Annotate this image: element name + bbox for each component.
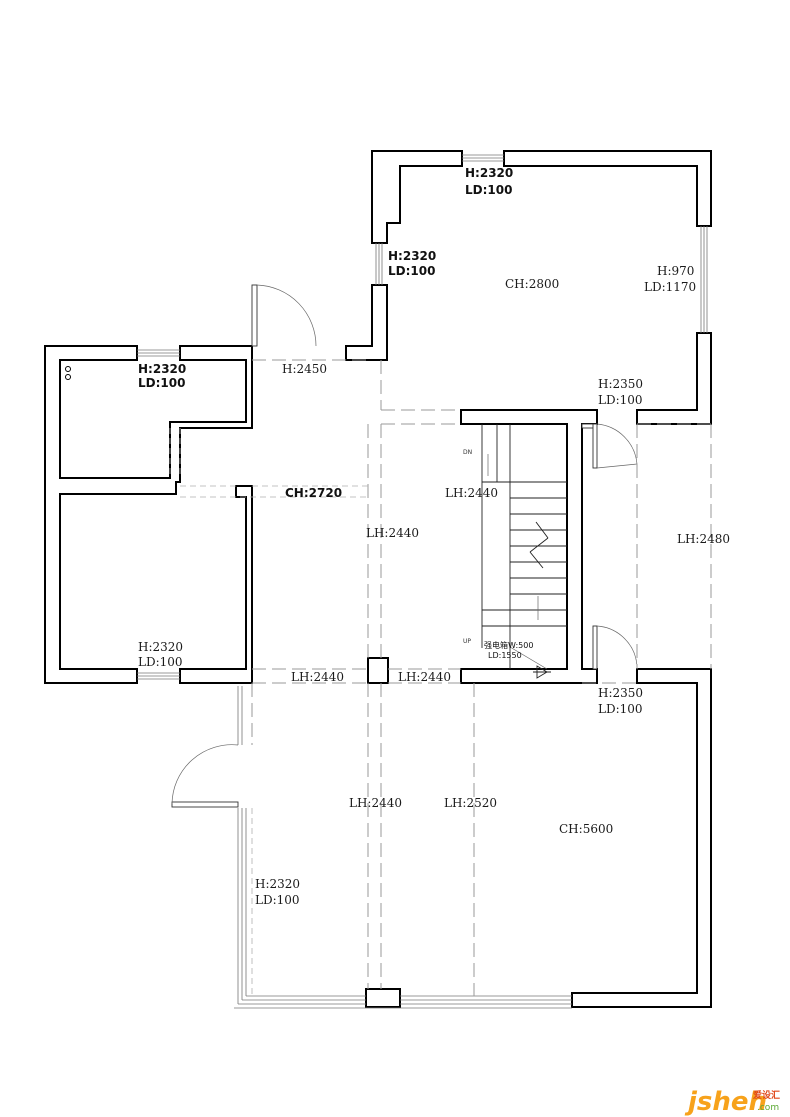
- mid-left-window-label: H:2320 LD:100: [138, 640, 183, 669]
- living-lh-left: LH:2440: [349, 796, 402, 810]
- window-top-label: H:2320 LD:100: [465, 166, 513, 197]
- stair-up: UP: [463, 638, 471, 645]
- column: [367, 657, 389, 684]
- corridor-lh-bottom-left: LH:2440: [291, 670, 344, 684]
- right-corridor-lh: LH:2480: [677, 532, 730, 546]
- panel-box-ld: LD:1550: [488, 651, 522, 660]
- corridor-lh-left: LH:2440: [366, 526, 419, 540]
- watermark-domain: .com: [757, 1103, 779, 1113]
- window-left-label: H:2320 LD:100: [388, 249, 436, 278]
- top-left-window-ld: LD:100: [138, 376, 185, 390]
- window-left-h: H:2320: [388, 249, 436, 263]
- living-room-walls: [365, 668, 712, 1008]
- corridor-lh-stair: LH:2440: [445, 486, 498, 500]
- window-top-ld: LD:100: [465, 183, 512, 197]
- living-window-label: H:2320 LD:100: [255, 877, 300, 907]
- corridor-ceiling: CH:2720: [285, 486, 342, 500]
- watermark-brand: jsheh: [684, 1087, 767, 1117]
- ceiling-height-top-right: CH:2800: [505, 277, 559, 291]
- stair-dn: DN: [463, 449, 472, 456]
- doors: [171, 284, 638, 808]
- corridor-h-2450: H:2450: [282, 362, 327, 376]
- mid-left-window-ld: LD:100: [138, 655, 183, 669]
- window-right-label: H:970 LD:1170: [644, 264, 696, 294]
- living-ceiling: CH:5600: [559, 822, 613, 836]
- window-top-h: H:2320: [465, 166, 513, 180]
- small-circles: [65, 366, 71, 380]
- left-rooms-walls: [44, 345, 253, 684]
- window-left-ld: LD:100: [388, 264, 435, 278]
- watermark-logo: jsheh 爱设汇 .com: [684, 1087, 780, 1117]
- watermark-sub: 爱设汇: [753, 1089, 780, 1101]
- right-door-top-ld: LD:100: [598, 393, 643, 407]
- living-window-ld: LD:100: [255, 893, 300, 907]
- right-door-top-label: H:2350 LD:100: [598, 377, 643, 407]
- living-room-windows: [234, 686, 572, 1009]
- top-left-window-h: H:2320: [138, 362, 186, 376]
- ceiling-dashed-lines: [169, 359, 712, 996]
- corridor-lh-bottom-right: LH:2440: [398, 670, 451, 684]
- living-lh-right: LH:2520: [444, 796, 497, 810]
- living-window-h: H:2320: [255, 877, 300, 891]
- window-right-ld: LD:1170: [644, 280, 696, 294]
- right-door-bottom-ld: LD:100: [598, 702, 643, 716]
- mid-left-window-h: H:2320: [138, 640, 183, 654]
- staircase: [481, 424, 567, 679]
- top-right-room-windows: [375, 154, 708, 333]
- right-door-bottom-h: H:2350: [598, 686, 643, 700]
- top-left-window-label: H:2320 LD:100: [138, 362, 186, 390]
- panel-box-size: 强电箱W:500: [484, 640, 533, 650]
- top-right-room-walls: [345, 150, 712, 425]
- window-right-h: H:970: [657, 264, 694, 278]
- right-door-bottom-label: H:2350 LD:100: [598, 686, 643, 716]
- left-rooms-windows: [137, 349, 180, 680]
- right-door-top-h: H:2350: [598, 377, 643, 391]
